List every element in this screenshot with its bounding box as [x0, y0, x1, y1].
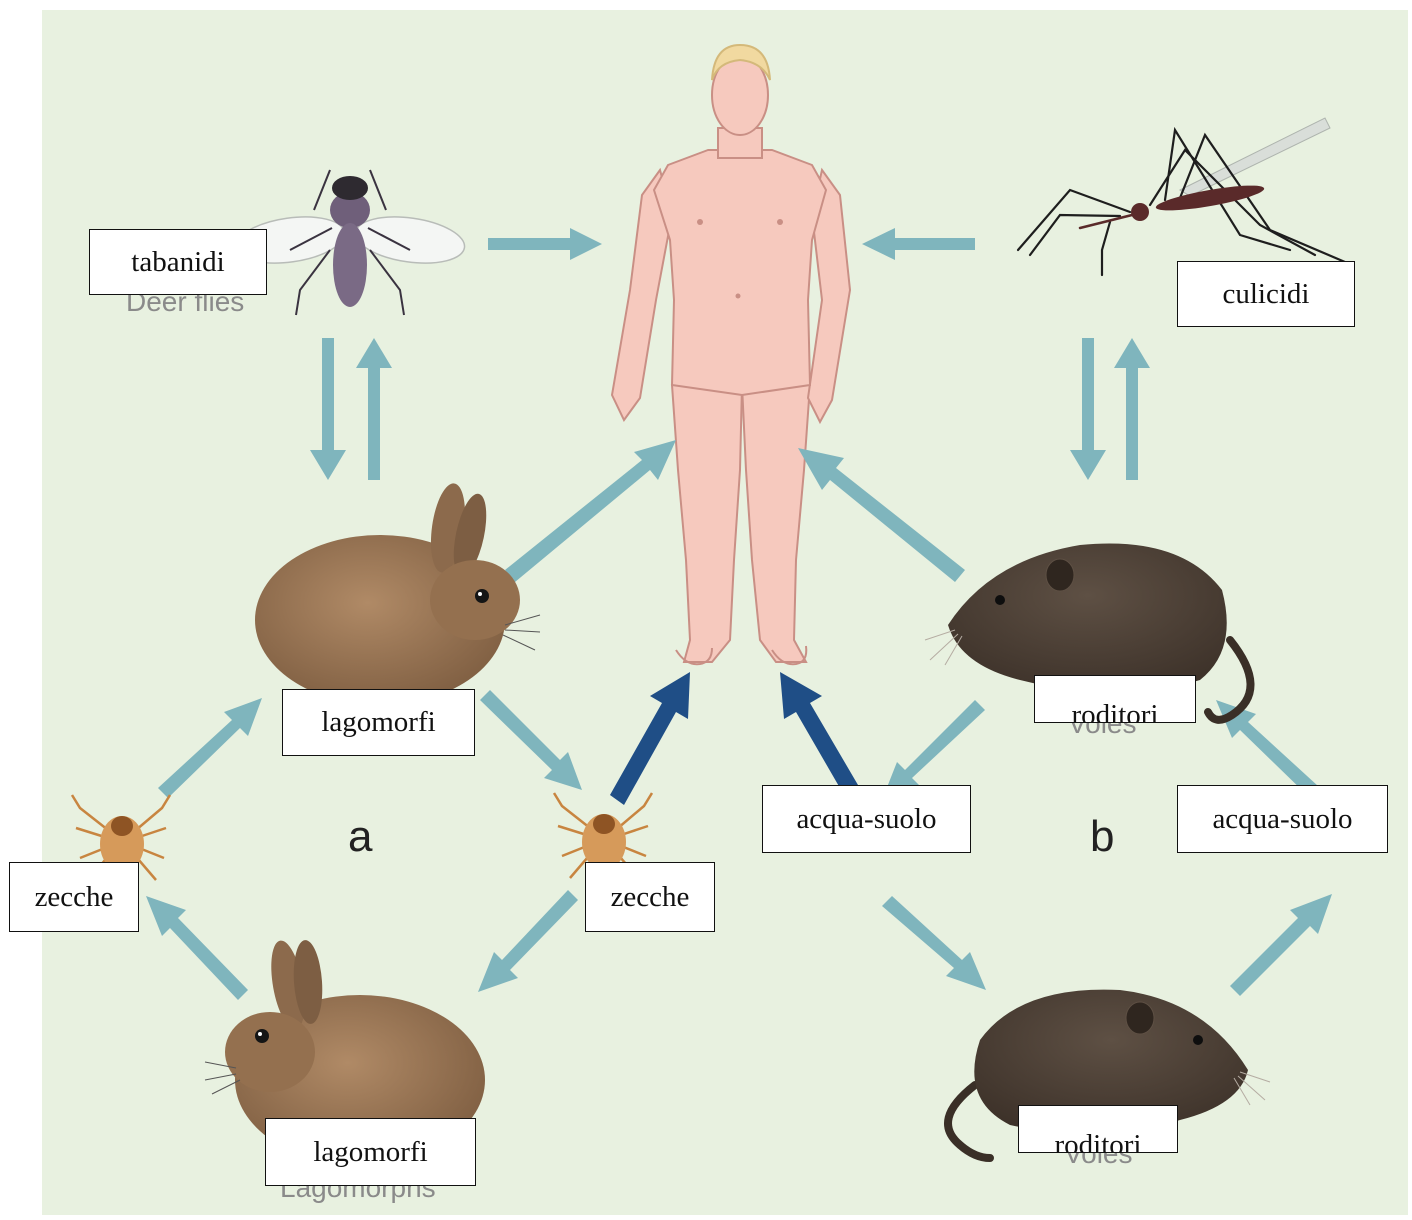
label-acqua-suolo-right: acqua-suolo — [1177, 785, 1388, 853]
panel-label-b: b — [1090, 812, 1114, 862]
label-roditori-bottom: roditori — [1018, 1105, 1178, 1153]
label-culicidi: culicidi — [1177, 261, 1355, 327]
label-roditori-top-text: roditori — [1072, 701, 1159, 723]
panel-label-a: a — [348, 812, 372, 862]
label-zecche-left: zecche — [9, 862, 139, 932]
label-roditori-top: roditori — [1034, 675, 1196, 723]
label-tabanidi: tabanidi — [89, 229, 267, 295]
label-zecche-middle: zecche — [585, 862, 715, 932]
label-lagomorfi-top: lagomorfi — [282, 689, 475, 756]
label-roditori-bottom-text: roditori — [1055, 1131, 1142, 1153]
label-lagomorfi-bottom: lagomorfi — [265, 1118, 476, 1186]
label-acqua-suolo-left: acqua-suolo — [762, 785, 971, 853]
